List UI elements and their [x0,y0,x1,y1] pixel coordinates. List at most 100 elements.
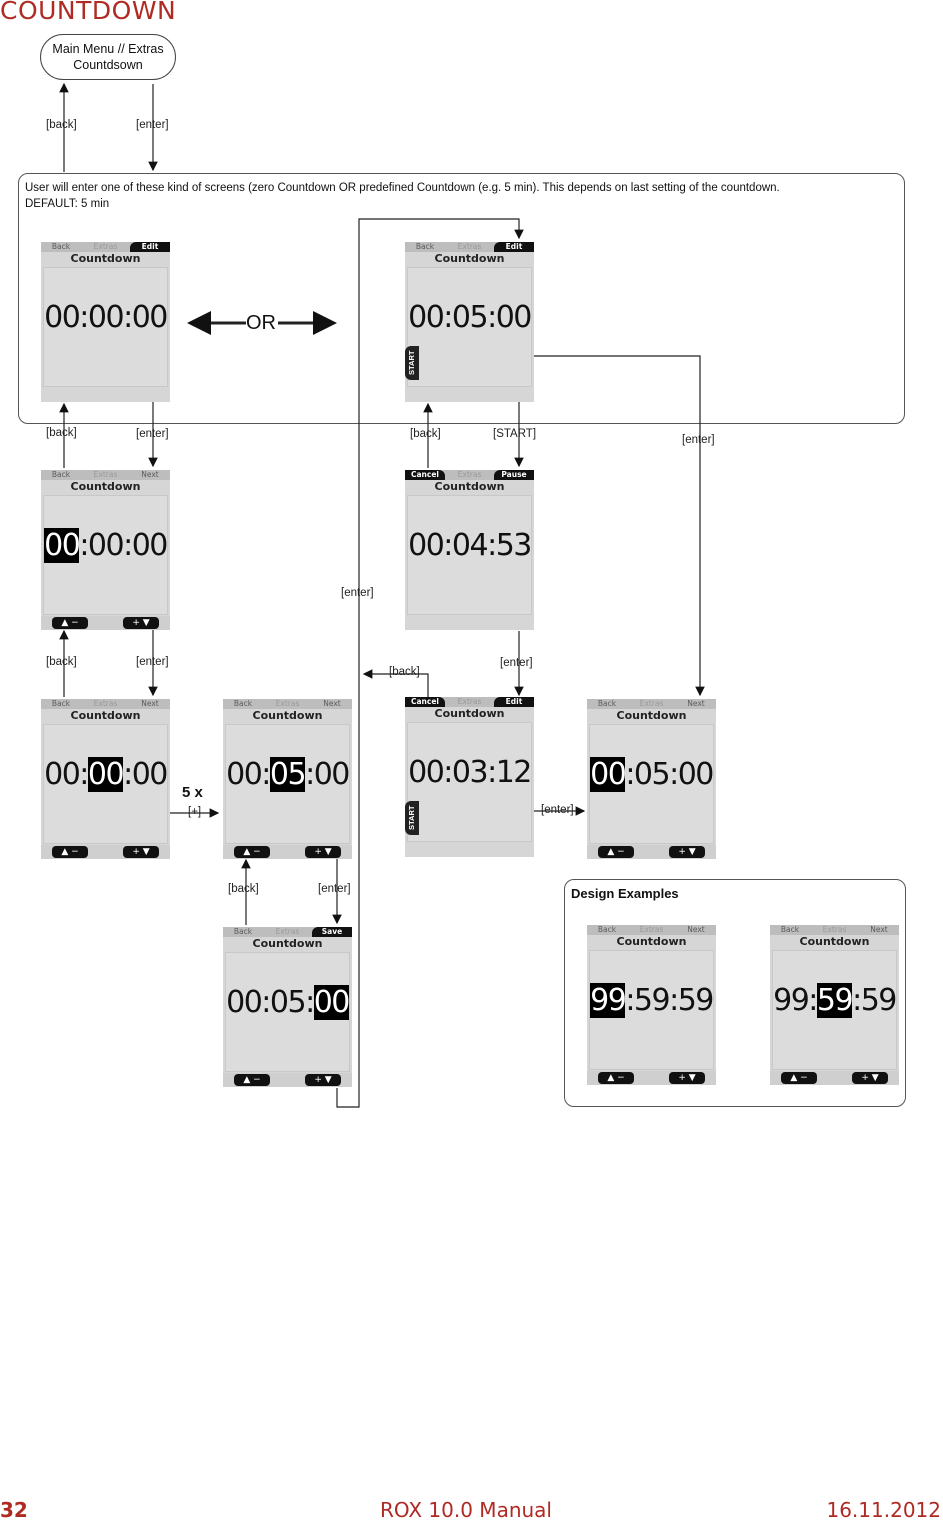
softkey-extras: Extras [639,925,664,934]
softkey-next[interactable]: Next [687,925,705,934]
softkey-back[interactable]: Back [233,927,253,936]
screen-title: Countdown [252,709,323,722]
softkey-save[interactable]: Save [312,927,352,937]
enter-label: [enter] [500,657,533,669]
softkey-next[interactable]: Next [687,699,705,708]
time-pre: 00: [44,757,89,792]
softkey-pause[interactable]: Pause [494,470,534,480]
enter-label: [enter] [136,119,169,131]
enter-label: [enter] [318,883,351,895]
time-rest: :59:59 [625,983,714,1018]
plus-button[interactable]: + ▼ [123,846,159,858]
softkey-cancel[interactable]: Cancel [405,470,445,480]
countdown-time: 00:05:00 [587,757,716,793]
minus-button[interactable]: ▲ − [52,617,88,629]
softkey-cancel[interactable]: Cancel [405,697,445,707]
countdown-time: 00:00:00 [41,757,170,793]
screen-title: Countdown [434,707,505,720]
start-label: [START] [493,428,537,440]
screen-title: Countdown [434,252,505,265]
softkey-edit[interactable]: Edit [494,242,534,252]
screen-title: Countdown [434,480,505,493]
minus-button[interactable]: ▲ − [781,1072,817,1084]
plus-button[interactable]: + ▼ [852,1072,888,1084]
design-example-hours: Back Extras Next Countdown 99:59:59 ▲ − … [587,925,716,1085]
softkey-extras: Extras [457,697,482,706]
time-post: :59 [852,983,897,1018]
menu-line-2: Countdsown [73,58,143,72]
softkey-back[interactable]: Back [780,925,800,934]
manual-date: 16.11.2012 [826,1498,941,1522]
plus-button[interactable]: + ▼ [123,617,159,629]
plus-label: [+] [188,806,202,818]
minus-button[interactable]: ▲ − [52,846,88,858]
softkey-extras: Extras [275,927,300,936]
screen-edit-minutes: Back Extras Next Countdown 00:00:00 ▲ − … [41,699,170,859]
screen-title: Countdown [616,935,687,948]
softkey-extras: Extras [93,470,118,479]
softkey-back[interactable]: Back [51,470,71,479]
softkey-back[interactable]: Back [597,699,617,708]
screen-title: Countdown [799,935,870,948]
plus-button[interactable]: + ▼ [669,846,705,858]
back-label: [back] [389,666,420,678]
softkey-extras: Extras [93,242,118,251]
back-label: [back] [46,656,77,668]
time-pre: 00: [226,757,271,792]
minus-button[interactable]: ▲ − [598,846,634,858]
softkey-next[interactable]: Next [870,925,888,934]
countdown-time: 99:59:59 [587,983,716,1019]
start-softkey[interactable]: START [405,801,419,835]
softkey-next[interactable]: Next [323,699,341,708]
countdown-time: 00:00:00 [41,528,170,564]
back-label: [back] [410,428,441,440]
minus-button[interactable]: ▲ − [598,1072,634,1084]
screen-edit-hours: Back Extras Next Countdown 00:00:00 ▲ − … [41,470,170,630]
softkey-edit[interactable]: Edit [130,242,170,252]
info-line-1: User will enter one of these kind of scr… [25,182,780,194]
minus-button[interactable]: ▲ − [234,846,270,858]
time-pre: 99: [773,983,818,1018]
screen-edit-from-05: Back Extras Next Countdown 00:05:00 ▲ − … [587,699,716,859]
screen-running-countdown: Cancel Extras Pause Countdown 00:04:53 [405,470,534,630]
start-softkey[interactable]: START [405,346,419,380]
softkey-next[interactable]: Next [141,470,159,479]
entry-screens-description: User will enter one of these kind of scr… [25,180,780,212]
enter-label: [enter] [541,804,574,816]
softkey-back[interactable]: Back [415,242,435,251]
softkey-back[interactable]: Back [51,699,71,708]
or-label: OR [246,312,276,334]
time-post: :00 [305,757,350,792]
time-rest: :05:00 [625,757,714,792]
five-times-label: 5 x [182,784,203,801]
selected-field: 00 [44,528,81,563]
plus-button[interactable]: + ▼ [305,1074,341,1086]
countdown-time: 00:05:00 [408,300,532,335]
screen-edit-minutes-05: Back Extras Next Countdown 00:05:00 ▲ − … [223,699,352,859]
countdown-time: 00:00:00 [44,300,168,335]
enter-label: [enter] [136,428,169,440]
screen-title: Countdown [70,709,141,722]
softkey-next[interactable]: Next [141,699,159,708]
countdown-time: 99:59:59 [770,983,899,1019]
softkey-extras: Extras [457,470,482,479]
minus-button[interactable]: ▲ − [234,1074,270,1086]
countdown-time: 00:05:00 [223,757,352,793]
enter-label: [enter] [682,434,715,446]
enter-label: [enter] [341,587,374,599]
plus-button[interactable]: + ▼ [305,846,341,858]
plus-button[interactable]: + ▼ [669,1072,705,1084]
softkey-extras: Extras [275,699,300,708]
softkey-back[interactable]: Back [233,699,253,708]
softkey-back[interactable]: Back [597,925,617,934]
page-title: COUNTDOWN [0,0,177,25]
screen-title: Countdown [70,480,141,493]
info-line-2: DEFAULT: 5 min [25,198,110,210]
softkey-back[interactable]: Back [51,242,71,251]
selected-field: 99 [590,983,627,1018]
softkey-edit[interactable]: Edit [494,697,534,707]
time-pre: 00:05: [226,985,315,1020]
back-label: [back] [228,883,259,895]
time-post: :00 [123,757,168,792]
manual-name: ROX 10.0 Manual [380,1498,552,1522]
